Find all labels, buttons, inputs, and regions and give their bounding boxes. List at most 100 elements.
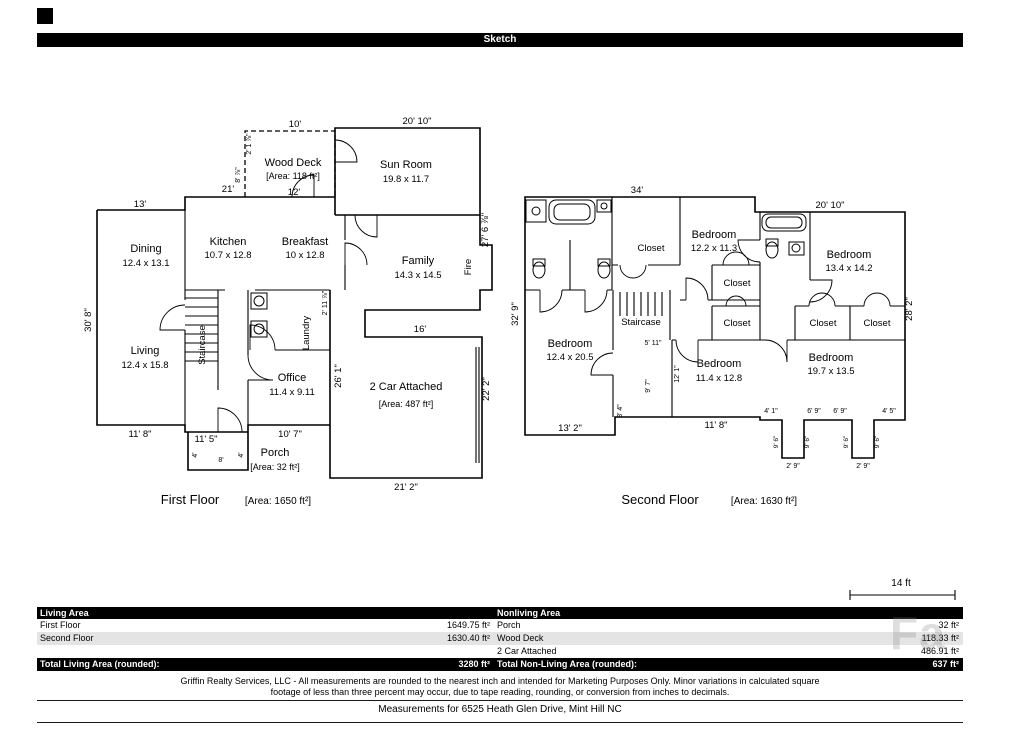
living-name: First Floor <box>40 620 81 630</box>
area-table: Living Area Nonliving Area First Floor 1… <box>37 607 963 671</box>
room-dims-bedroom-4: 11.4 x 12.8 <box>696 373 742 384</box>
toilet-icon <box>765 238 779 259</box>
second-floor-area: [Area: 1630 ft²] <box>731 496 797 507</box>
dim-second-top-right: 20' 10" <box>816 200 845 211</box>
dim-deck-side-a: 2' 1 ⅞" <box>246 133 253 155</box>
room-label-closet-5: Closet <box>864 318 891 329</box>
nonliving-name: Porch <box>497 620 521 630</box>
dim-deck-side-b: 8' ⅞" <box>235 167 242 183</box>
dim-seg-d: 4' 5" <box>882 408 896 415</box>
room-label-breakfast: Breakfast <box>282 236 328 248</box>
room-label-kitchen: Kitchen <box>210 236 247 248</box>
sketch-title-bar: Sketch <box>37 33 963 47</box>
disclaimer: Griffin Realty Services, LLC - All measu… <box>37 676 963 698</box>
room-dims-kitchen: 10.7 x 12.8 <box>204 250 251 261</box>
dim-tab-b-bottom: 2' 9" <box>856 463 870 470</box>
divider <box>37 722 963 723</box>
dim-laundry-top: 2' 11 ⅞" <box>322 290 329 315</box>
room-dims-bedroom-2: 12.2 x 11.3 <box>691 243 737 254</box>
room-label-closet-2: Closet <box>724 278 751 289</box>
stair-treads-first <box>185 297 218 362</box>
disclaimer-line-2: footage of less than three percent may o… <box>270 687 730 697</box>
dim-hall-b: 9' 7" <box>645 379 652 393</box>
table-row: Second Floor 1630.40 ft² Wood Deck 118.3… <box>37 632 963 645</box>
washer-icon <box>250 292 268 310</box>
door-swings-second <box>539 239 891 376</box>
first-floor-exterior-walls <box>96 127 493 479</box>
nonliving-value: 486.91 ft² <box>920 646 959 656</box>
room-label-wood-deck: Wood Deck <box>265 157 322 169</box>
dim-office-bottom: 10' 7" <box>278 429 302 440</box>
dim-tab-a-bottom: 2' 9" <box>786 463 800 470</box>
room-label-closet-1: Closet <box>638 243 665 254</box>
scale-bar: 14 ft <box>849 578 956 600</box>
room-dims-dining: 12.4 x 13.1 <box>122 258 169 269</box>
dim-living-bottom: 11' 8" <box>129 429 152 440</box>
total-living-label: Total Living Area (rounded): <box>40 659 160 669</box>
area-table-footer: Total Living Area (rounded): 3280 ft² To… <box>37 658 963 671</box>
room-dims-bedroom-6: 19.7 x 13.5 <box>807 366 854 377</box>
dim-bottom-left: 13' 2" <box>558 423 582 434</box>
room-label-closet-4: Closet <box>810 318 837 329</box>
room-dims-living: 12.4 x 15.8 <box>121 360 168 371</box>
scale-bar-label: 14 ft <box>891 578 911 589</box>
dim-garage-bottom: 21' 2" <box>394 482 418 493</box>
dim-tab-side: 9' 6" <box>804 435 811 448</box>
living-value: 1649.75 ft² <box>446 620 490 630</box>
dim-tab-side: 9' 6" <box>843 435 850 448</box>
sketch-title: Sketch <box>483 34 517 45</box>
room-dims-sun-room: 19.8 x 11.7 <box>383 174 429 185</box>
first-floor-plan: Wood Deck [Area: 118 ft²] Sun Room 19.8 … <box>83 116 493 507</box>
toilet-icon <box>532 258 546 279</box>
bathtub-icon <box>761 213 807 232</box>
dim-tab-side: 9' 6" <box>773 435 780 448</box>
scale-bar-line <box>849 590 956 600</box>
dim-seg-a: 4' 1" <box>764 408 778 415</box>
dim-dining-top: 13' <box>134 199 147 210</box>
divider <box>37 700 963 701</box>
dim-seg-b: 6' 9" <box>807 408 821 415</box>
total-nonliving-value: 637 ft² <box>932 659 959 669</box>
room-label-bedroom-3: Bedroom <box>827 249 872 261</box>
sink-icon <box>596 199 612 213</box>
garage-door <box>475 347 480 463</box>
dryer-icon <box>250 320 268 338</box>
door-swings-first <box>159 139 378 433</box>
dim-hall-bottom: 11' 5" <box>195 434 218 445</box>
room-label-porch: Porch <box>261 447 290 459</box>
room-dims-office: 11.4 x 9.11 <box>269 387 315 398</box>
dim-porch-bottom: 8' <box>218 457 223 464</box>
header-nonliving-area: Nonliving Area <box>497 608 561 618</box>
room-label-staircase-first: Staircase <box>197 325 208 365</box>
dim-garage-right: 22' 2" <box>481 377 492 401</box>
dim-left-side: 30' 8" <box>83 308 94 332</box>
address-note: Measurements for 6525 Heath Glen Drive, … <box>378 704 622 715</box>
dim-stair-width: 5' 11" <box>645 340 662 347</box>
dim-second-right: 28' 2" <box>904 297 915 321</box>
first-floor-area: [Area: 1650 ft²] <box>245 496 311 507</box>
area-table-header: Living Area Nonliving Area <box>37 607 963 619</box>
dim-jog: 3' 4" <box>617 404 624 418</box>
dim-garage-top: 16' <box>414 324 427 335</box>
first-floor-title: First Floor <box>161 492 220 507</box>
room-label-bedroom-6: Bedroom <box>809 352 854 364</box>
room-label-bedroom-2: Bedroom <box>692 229 737 241</box>
dim-kitchen-top: 21' <box>222 184 235 195</box>
room-label-family: Family <box>402 255 435 267</box>
second-floor-interior-walls <box>525 197 905 417</box>
dim-sunroom-top: 20' 10" <box>403 116 432 127</box>
area-label-wood-deck: [Area: 118 ft²] <box>266 171 320 181</box>
wood-deck-outline <box>244 130 336 197</box>
bathtub-icon <box>548 199 596 225</box>
area-label-porch: [Area: 32 ft²] <box>250 462 300 472</box>
table-row: 2 Car Attached 486.91 ft² <box>37 645 963 658</box>
dim-porch-left: 4' <box>192 452 199 457</box>
total-living-value: 3280 ft² <box>458 659 490 669</box>
nonliving-value: 118.33 ft² <box>921 633 959 643</box>
nonliving-name: 2 Car Attached <box>497 646 557 656</box>
dim-deck-top: 10' <box>289 119 302 130</box>
shower-icon <box>525 199 547 223</box>
room-label-dining: Dining <box>130 243 161 255</box>
dim-bottom-mid: 11' 8" <box>705 420 728 431</box>
toilet-icon <box>597 258 611 279</box>
